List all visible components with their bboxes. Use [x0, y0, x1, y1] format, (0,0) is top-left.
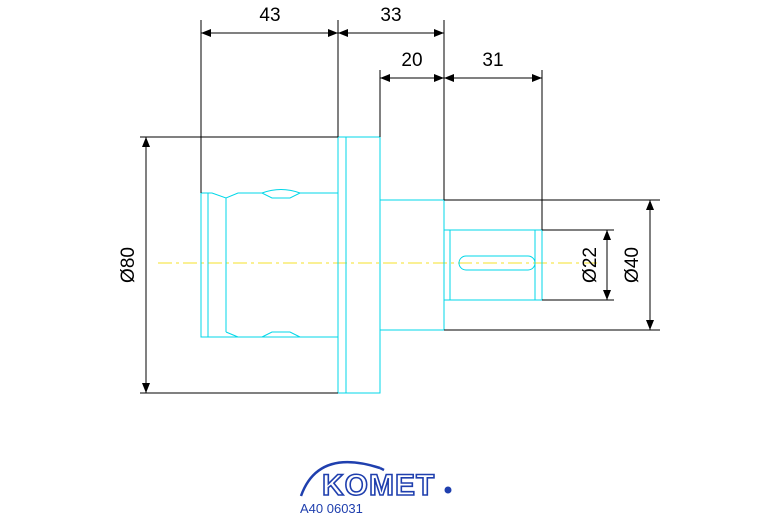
- flange: [337, 136, 381, 394]
- logo-dot-icon: [444, 486, 452, 494]
- keyway-slot: [458, 255, 536, 271]
- dim-text-20: 20: [401, 50, 422, 71]
- dimension-lines: [142, 29, 654, 393]
- dim-text-22: Ø22: [580, 247, 601, 283]
- dim-text-43: 43: [259, 5, 280, 26]
- dim-text-80: Ø80: [118, 247, 139, 283]
- holder-body: [200, 192, 339, 338]
- collar: [379, 199, 445, 331]
- dim-text-31: 31: [482, 50, 503, 71]
- shaft: [443, 229, 543, 301]
- dim-text-33: 33: [380, 5, 401, 26]
- part-outline: [200, 136, 543, 394]
- dim-text-40: Ø40: [622, 247, 643, 283]
- komet-logo: KOMET: [299, 460, 452, 503]
- logo-arc-icon: [299, 460, 381, 497]
- drawing-code: A40 06031: [300, 501, 363, 516]
- logo-text: KOMET: [322, 469, 435, 502]
